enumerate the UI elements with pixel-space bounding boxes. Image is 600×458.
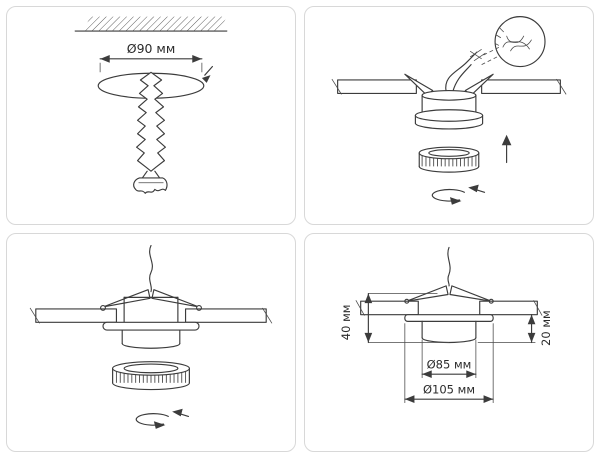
protrusion-dimension: 20 мм <box>477 310 553 346</box>
installed-fixture <box>404 314 494 344</box>
supply-wires <box>445 48 486 93</box>
twist-arrow-icon <box>431 184 486 205</box>
insert-direction-arrow-icon <box>501 134 512 164</box>
inner-diameter-dimension: Ø85 мм <box>421 339 477 379</box>
outer-diameter-dimension: Ø105 мм <box>404 323 494 403</box>
rotation-hint-arrow-icon <box>201 65 214 83</box>
wire-splice-detail <box>481 16 546 68</box>
hole-diameter-label: Ø90 мм <box>127 41 175 56</box>
retention-springs <box>100 289 202 311</box>
dimensions-illustration: 40 мм 20 мм Ø85 мм <box>339 246 553 403</box>
panel-dimensions: 40 мм 20 мм Ø85 мм <box>304 233 594 452</box>
ceiling-cross-section <box>355 300 543 316</box>
gx53-lamp <box>112 361 190 391</box>
protrusion-label: 20 мм <box>539 310 553 346</box>
ceiling-cross-section <box>74 16 228 32</box>
hole-saw-drill <box>133 71 168 194</box>
fixture-housing <box>414 89 484 130</box>
panel-drill-hole: Ø90 мм <box>6 6 296 225</box>
ceiling-cross-section <box>331 78 567 95</box>
installed-fixture <box>102 296 200 349</box>
inner-diameter-label: Ø85 мм <box>427 357 472 371</box>
wiring-insert-illustration <box>331 16 567 205</box>
ceiling-cross-section <box>29 307 273 324</box>
hole-diameter-dimension: Ø90 мм <box>99 41 203 73</box>
twist-arrow-icon <box>135 408 190 429</box>
lamp-attach-illustration <box>29 244 273 429</box>
panel-wiring-insert <box>304 6 594 225</box>
panel-lamp-attach <box>6 233 296 452</box>
height-label: 40 мм <box>339 304 353 340</box>
outer-diameter-label: Ø105 мм <box>423 382 475 396</box>
drill-handle <box>133 177 168 194</box>
drill-hole-illustration: Ø90 мм <box>74 16 228 194</box>
decorative-ring <box>418 146 480 173</box>
power-cable <box>447 246 451 287</box>
height-dimension: 40 мм <box>339 292 449 344</box>
retention-springs <box>404 285 494 304</box>
power-cable <box>149 244 153 293</box>
